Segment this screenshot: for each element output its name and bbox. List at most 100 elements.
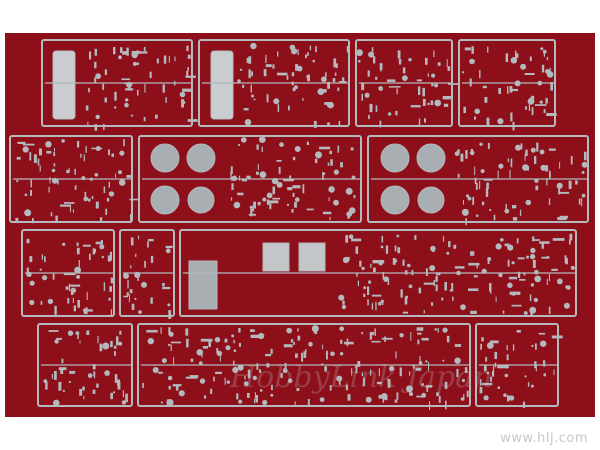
sprue-part [251, 71, 253, 77]
sprue-part [530, 283, 535, 287]
sprue-part [416, 327, 424, 331]
sprue-part [130, 213, 133, 222]
sprue-part [507, 395, 510, 402]
sprue-part [272, 186, 275, 195]
sprue-part [460, 153, 464, 162]
sprue-part [252, 205, 255, 212]
sprue-part [200, 338, 213, 342]
sprue-part [543, 373, 546, 377]
sprue-part [253, 201, 256, 209]
sprue-part [379, 63, 383, 70]
sprue-part [324, 102, 331, 105]
sprue-part [484, 97, 488, 103]
sprue-part [474, 116, 476, 120]
sprue-part [162, 84, 165, 93]
sprue-part [495, 243, 502, 250]
sprue-part [280, 373, 283, 378]
watermark-brand: HobbyLink Japan [230, 360, 493, 395]
sprue-part [421, 383, 425, 386]
sprue-part [534, 275, 542, 283]
sprue-part [283, 344, 293, 348]
sprue-part [136, 62, 140, 66]
sprue-part [152, 367, 159, 373]
sprue-part [370, 369, 372, 376]
sprue-part [483, 395, 489, 401]
sprue-part [250, 334, 262, 338]
sprue-part [569, 239, 571, 245]
sprue-part [357, 280, 359, 287]
sprue-part [307, 74, 310, 82]
sprue-part [392, 258, 396, 265]
sprue-part [423, 282, 435, 285]
sprue-part [525, 199, 532, 206]
sprue-part [123, 51, 128, 53]
sprue-part [487, 257, 492, 261]
sprue-part [104, 370, 110, 376]
sprue-part [30, 178, 32, 188]
sprue-part [44, 256, 46, 263]
sprue-part [375, 301, 377, 311]
sprue-part [70, 290, 74, 295]
sprue-part [121, 400, 127, 405]
sprue-part [497, 386, 501, 390]
sprue-part [257, 164, 259, 170]
sprue-part [519, 209, 522, 216]
sprue-part [369, 103, 373, 113]
sprue-part [375, 105, 378, 112]
sprue-part [161, 358, 167, 364]
sprue-part [77, 331, 79, 339]
sprue-part [379, 120, 382, 128]
sprue-part [534, 269, 539, 275]
sprue-part [265, 54, 267, 60]
sprue-part [244, 119, 252, 126]
sprue-part [356, 49, 363, 57]
sprue-part [168, 343, 171, 347]
sprue-part [512, 122, 515, 131]
sprue-part [237, 79, 241, 83]
sprue-part [312, 59, 316, 63]
sprue-part [99, 217, 103, 222]
sprue-part [76, 242, 79, 247]
sprue-part [202, 346, 208, 349]
sprue-part [441, 297, 444, 301]
sprue-part [270, 348, 273, 354]
sprue-part [526, 255, 529, 259]
sprue-part [87, 121, 89, 128]
sprue-part [512, 205, 517, 209]
sprue-part [95, 146, 101, 151]
sprue-part [294, 401, 296, 407]
sprue-part [408, 58, 412, 62]
sprue-part [162, 286, 171, 290]
sprue-part [388, 86, 401, 88]
sprue-part [199, 378, 206, 384]
sprue-part [337, 145, 340, 153]
sprue-part [472, 197, 475, 205]
sprue-part [402, 311, 408, 314]
sprue-part [284, 363, 287, 371]
sprue-part [82, 309, 93, 312]
sprue-part [442, 327, 448, 333]
sprue-part [500, 238, 504, 242]
sprue-part [494, 362, 497, 368]
sprue-part [387, 277, 390, 286]
sprue-part [22, 143, 35, 146]
sprue-part [382, 396, 384, 403]
sprue-part [261, 146, 263, 153]
sprue-part [342, 77, 345, 82]
sprue-part [16, 180, 19, 183]
sprue-part [247, 392, 250, 398]
sprue-part [515, 50, 517, 59]
sprue-part [256, 363, 259, 370]
sprue-part [534, 239, 540, 241]
sprue-part [514, 80, 521, 87]
sprue-part [317, 88, 325, 95]
sprue-part [581, 161, 588, 168]
sprue-part [543, 50, 545, 57]
sprue-part [442, 236, 445, 242]
sprue-part [540, 47, 544, 51]
sprue-part [578, 198, 581, 205]
sprue-part [54, 305, 57, 315]
sprue-part [321, 363, 324, 366]
sprue-part [186, 338, 189, 348]
sprue-part [307, 399, 310, 406]
